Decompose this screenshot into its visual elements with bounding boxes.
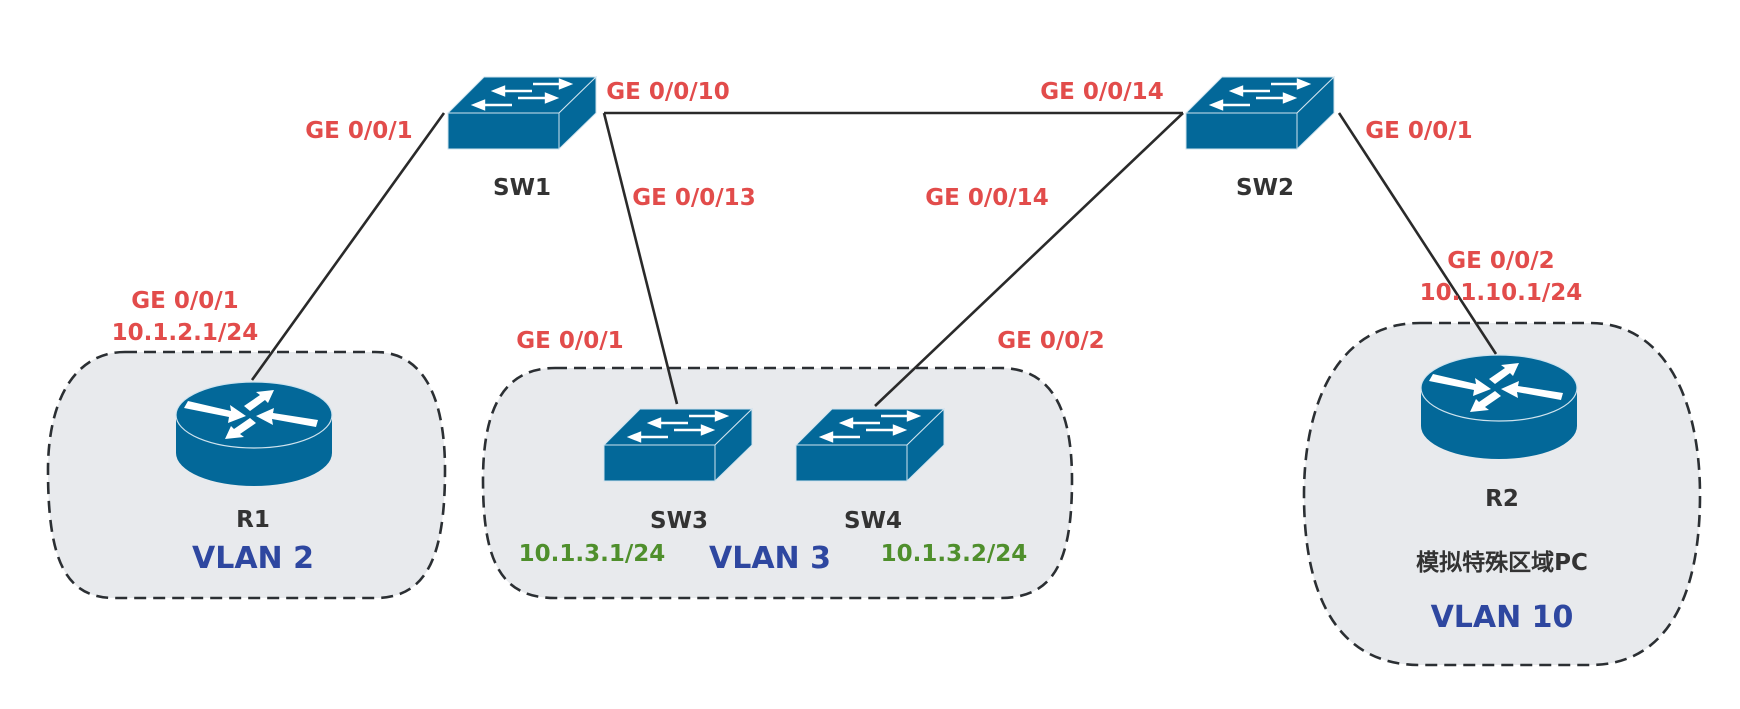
link-sw2-sw4 <box>874 112 1184 407</box>
sw1-label: SW1 <box>493 175 551 201</box>
vlan10-zone <box>1302 321 1702 667</box>
sw2-port-to-sw4: GE 0/0/14 <box>925 185 1048 211</box>
sw3-port: GE 0/0/1 <box>516 328 623 354</box>
sw2-label: SW2 <box>1236 175 1294 201</box>
r2-description: 模拟特殊区域PC <box>1416 549 1588 576</box>
sw4-port: GE 0/0/2 <box>997 328 1104 354</box>
sw1-port-to-r1: GE 0/0/1 <box>305 118 412 144</box>
vlan3-label: VLAN 3 <box>709 541 831 576</box>
r1-router-icon[interactable] <box>175 381 333 487</box>
link-sw1-sw3 <box>602 112 679 405</box>
r2-port: GE 0/0/2 <box>1447 248 1554 274</box>
sw2-port-to-r2: GE 0/0/1 <box>1365 118 1472 144</box>
r2-router-icon[interactable] <box>1420 354 1578 460</box>
link-sw2-r2 <box>1337 112 1498 355</box>
sw4-label: SW4 <box>844 508 902 534</box>
sw1-switch-icon[interactable] <box>446 75 598 151</box>
link-sw1-r1 <box>250 112 446 381</box>
sw3-ip-label: 10.1.3.1/24 <box>519 541 666 567</box>
r2-label: R2 <box>1485 486 1519 512</box>
r2-ip-label: 10.1.10.1/24 <box>1420 280 1583 306</box>
r1-label: R1 <box>236 507 270 533</box>
vlan10-label: VLAN 10 <box>1431 600 1574 635</box>
r1-ip-label: 10.1.2.1/24 <box>112 320 259 346</box>
sw2-switch-icon[interactable] <box>1184 75 1336 151</box>
sw3-label: SW3 <box>650 508 708 534</box>
sw1-port-to-sw2: GE 0/0/10 <box>606 79 729 105</box>
sw1-port-to-sw3: GE 0/0/13 <box>632 185 755 211</box>
vlan2-label: VLAN 2 <box>192 541 314 576</box>
sw2-port-to-sw1: GE 0/0/14 <box>1040 79 1163 105</box>
sw4-ip-label: 10.1.3.2/24 <box>881 541 1028 567</box>
r1-port: GE 0/0/1 <box>131 288 238 314</box>
